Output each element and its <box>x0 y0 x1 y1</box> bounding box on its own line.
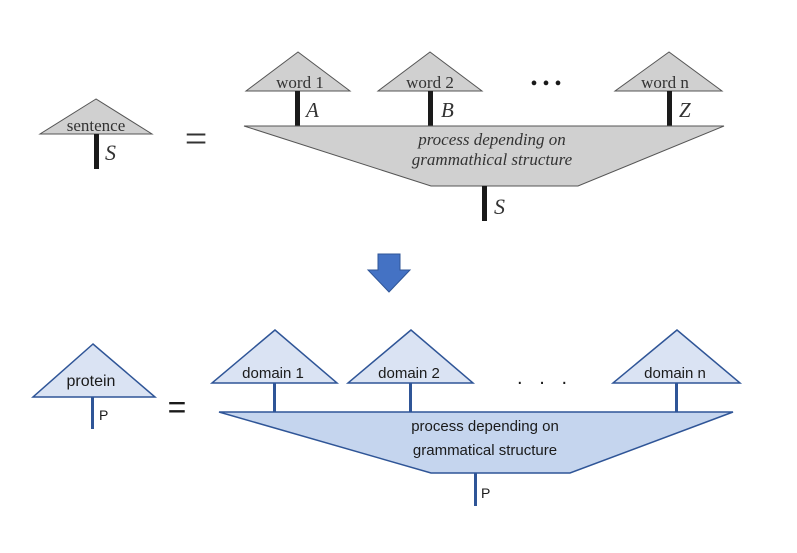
word-1-stem <box>295 91 300 126</box>
bottom-diagram: protein P = domain 1 domain 2 . . . doma… <box>31 329 743 506</box>
top-process-line2: grammathical structure <box>412 150 573 169</box>
bottom-process-funnel: process depending on grammatical structu… <box>218 411 734 506</box>
bottom-result-output: P <box>481 485 490 501</box>
word-1-output: A <box>304 98 319 122</box>
top-diagram: sentence S = word 1 A word 2 B • • • wor… <box>38 51 725 221</box>
word-2-label: word 2 <box>406 73 454 92</box>
sentence-node: sentence S <box>38 98 154 169</box>
top-result-output: S <box>494 194 505 219</box>
domain-1-stem <box>273 383 276 412</box>
bottom-ellipsis: . . . <box>517 367 567 389</box>
top-process-line1: process depending on <box>417 130 566 149</box>
bottom-process-line2: grammatical structure <box>413 442 557 459</box>
protein-output: P <box>99 407 108 423</box>
word-n-output: Z <box>679 98 691 122</box>
domain-node-2: domain 2 <box>345 329 476 412</box>
word-node-1: word 1 A <box>244 51 352 126</box>
bottom-result-stem <box>474 473 477 506</box>
bottom-funnel-shape <box>218 411 734 474</box>
sentence-label: sentence <box>67 116 126 135</box>
domain-n-stem <box>675 383 678 412</box>
domain-2-label: domain 2 <box>378 365 440 382</box>
domain-n-label: domain n <box>644 365 706 382</box>
word-2-output: B <box>441 98 454 122</box>
sentence-stem <box>94 134 99 169</box>
protein-stem <box>91 397 94 429</box>
word-node-n: word n Z <box>613 51 724 126</box>
word-2-stem <box>428 91 433 126</box>
domain-1-label: domain 1 <box>242 365 304 382</box>
sentence-output: S <box>105 140 116 165</box>
down-arrow-icon <box>366 253 412 293</box>
word-1-label: word 1 <box>276 73 324 92</box>
top-equals-sign: = <box>185 116 208 161</box>
top-process-funnel: process depending on grammathical struct… <box>243 125 725 221</box>
top-funnel-shape <box>243 125 725 187</box>
domain-node-1: domain 1 <box>209 329 340 412</box>
word-n-stem <box>667 91 672 126</box>
domain-2-stem <box>409 383 412 412</box>
domain-node-n: domain n <box>610 329 743 412</box>
word-node-2: word 2 B <box>376 51 484 126</box>
bottom-process-line1: process depending on <box>411 418 559 435</box>
top-result-stem <box>482 186 487 221</box>
word-n-label: word n <box>641 73 689 92</box>
bottom-equals-sign: = <box>168 389 187 425</box>
protein-node: protein P <box>31 343 158 429</box>
protein-label: protein <box>67 373 116 390</box>
top-ellipsis: • • • <box>530 73 561 95</box>
